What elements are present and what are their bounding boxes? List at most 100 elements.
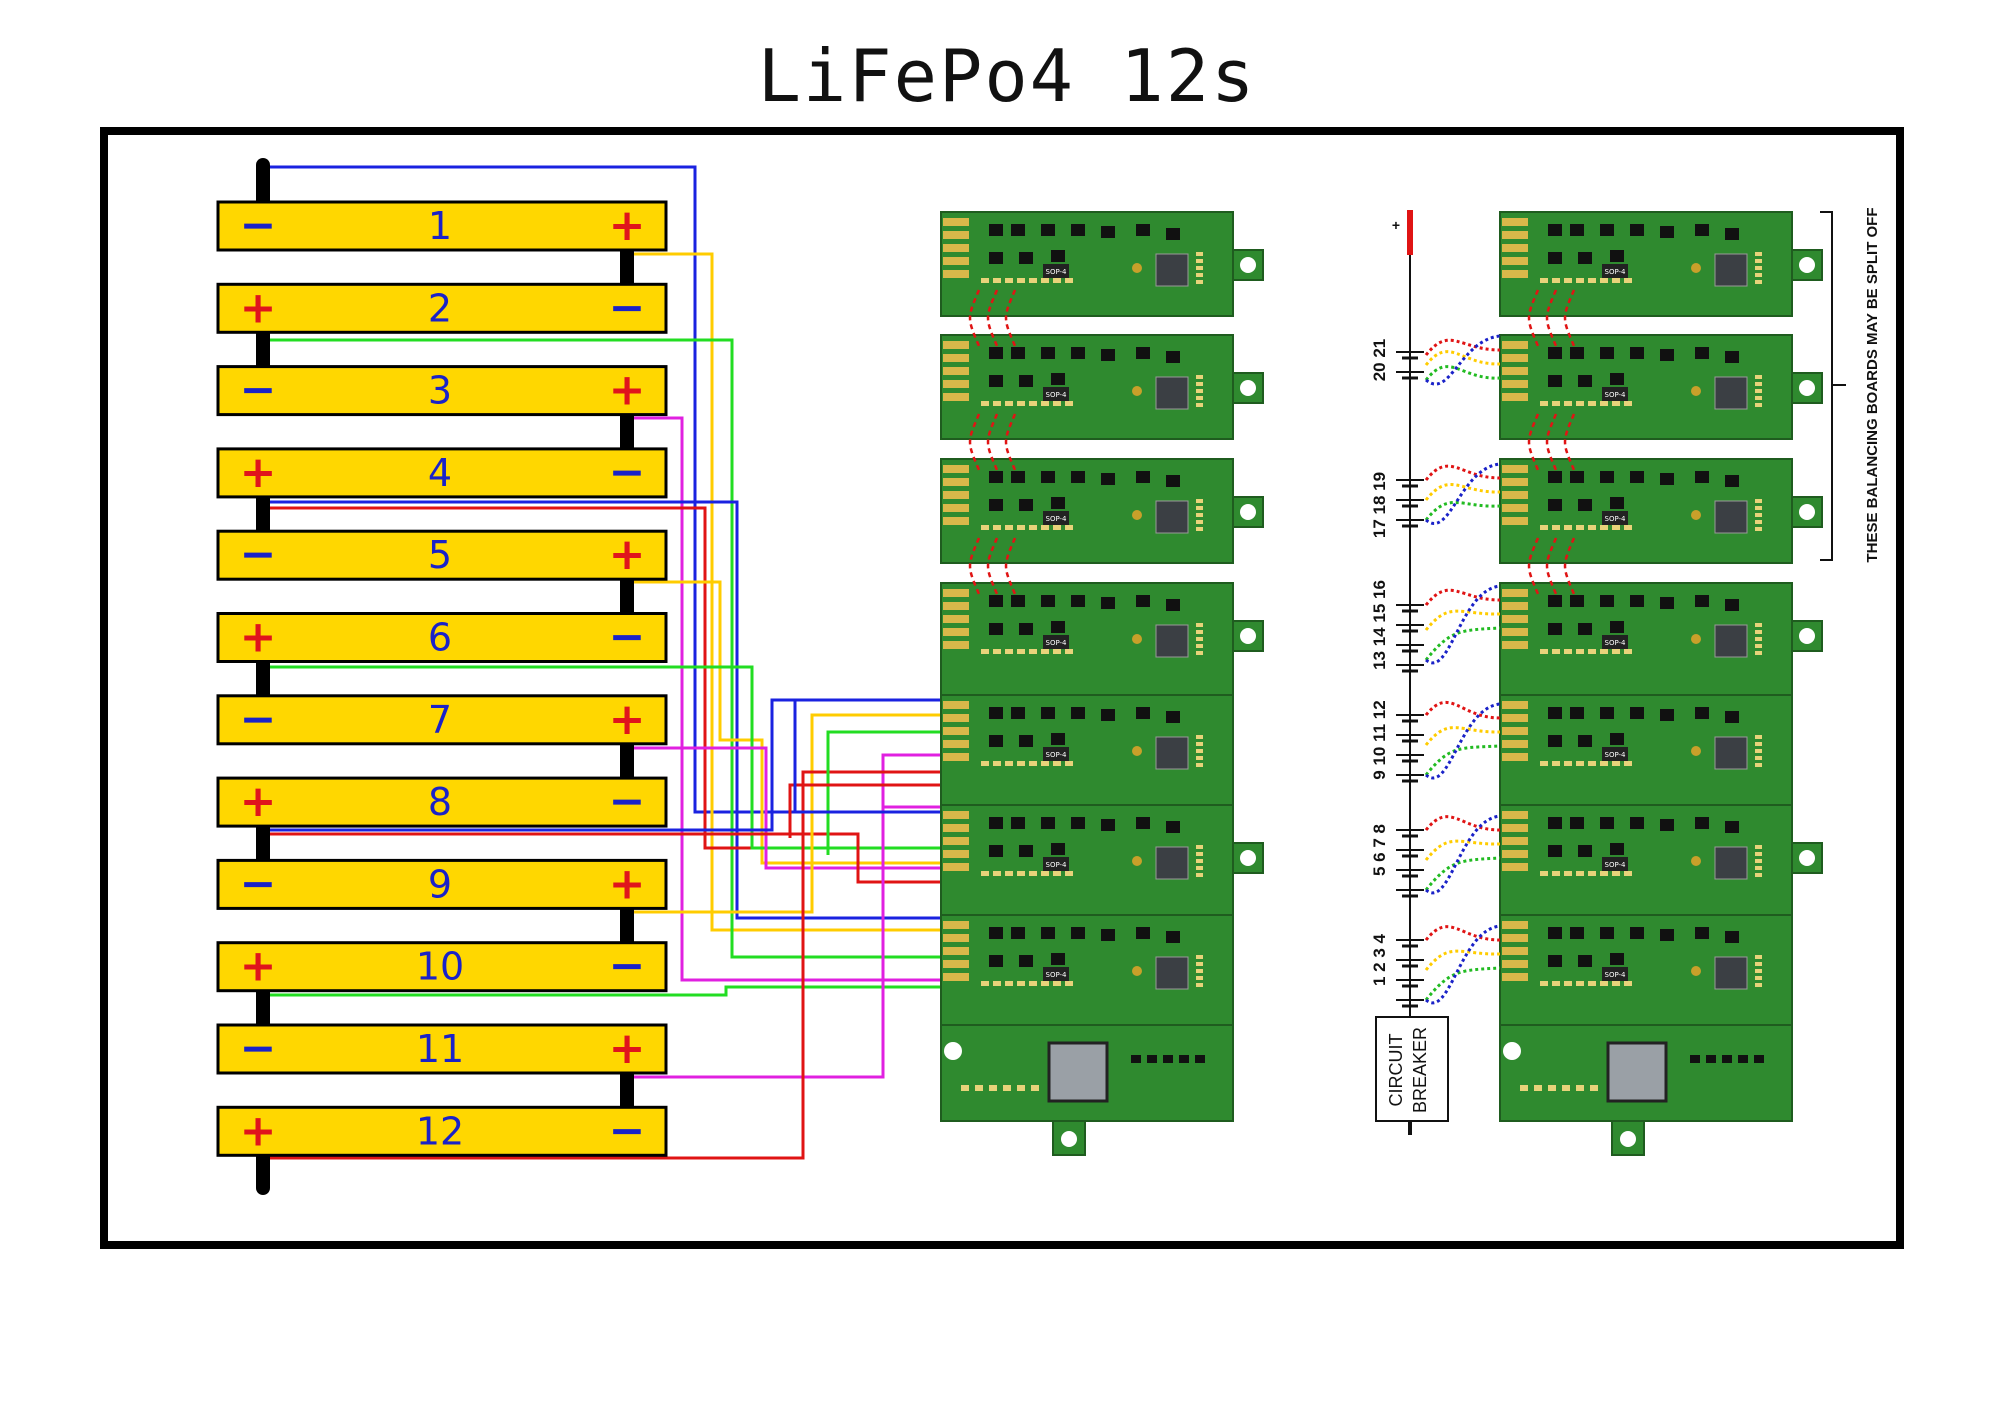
resistor [1755, 389, 1762, 393]
resistor [993, 981, 1001, 986]
board-jumper [1563, 537, 1576, 595]
resistor [1624, 761, 1632, 766]
tap-group-label: 9 10 11 12 [1370, 700, 1389, 779]
positive-label: + [1392, 217, 1400, 233]
split-note: THESE BALANCING BOARDS MAY BE SPLIT OFF [1864, 207, 1881, 562]
resistor [1029, 525, 1037, 530]
smd-component [1578, 955, 1592, 967]
resistor [1755, 252, 1762, 256]
cell-number: 11 [416, 1027, 464, 1071]
balancing-board: SOP-4 [940, 211, 1264, 317]
chip-label: SOP-4 [1046, 639, 1068, 647]
resistor [981, 649, 989, 654]
resistor [1017, 649, 1025, 654]
edge-pad [943, 218, 969, 226]
resistor [1065, 649, 1073, 654]
smd-component [1578, 845, 1592, 857]
sop4-chip [1043, 511, 1069, 525]
resistor [1540, 649, 1548, 654]
edge-pad [1502, 393, 1528, 401]
smd-component [1725, 711, 1739, 723]
resistor [1755, 273, 1762, 277]
mosfet-chip [1714, 500, 1748, 534]
smd-component [1610, 733, 1624, 745]
balance-lead [1424, 815, 1501, 832]
resistor [1053, 871, 1061, 876]
resistor [1755, 623, 1762, 627]
smd-component [1570, 347, 1584, 359]
chip-label: SOP-4 [1046, 515, 1068, 523]
board-jumper [1563, 413, 1576, 471]
smd-component [989, 471, 1003, 483]
smd-component [1600, 471, 1614, 483]
cell-terminal-left: − [240, 1023, 277, 1074]
cell-terminal-right: − [609, 282, 646, 333]
resistor [1590, 1085, 1598, 1091]
resistor [981, 981, 989, 986]
resistor [1196, 375, 1203, 379]
circuit-breaker-label: CIRCUIT [1386, 1034, 1406, 1107]
board-jumper [1527, 537, 1540, 595]
board-pcb [940, 694, 1234, 806]
resistor [1029, 401, 1037, 406]
smd-component [1725, 821, 1739, 833]
smd-component [1041, 347, 1055, 359]
smd-component [1071, 817, 1085, 829]
resistor [1755, 513, 1762, 517]
smd-component [989, 499, 1003, 511]
smd-component [1548, 224, 1562, 236]
board-jumper [1545, 413, 1558, 471]
balance-lead [1424, 966, 1501, 1001]
resistor [1552, 649, 1560, 654]
resistor [1196, 651, 1203, 655]
chip-label: SOP-4 [1605, 751, 1627, 759]
test-pad [1132, 966, 1142, 976]
smd-component [1019, 955, 1033, 967]
cell-terminal-left: + [240, 282, 277, 333]
smd-component [1578, 499, 1592, 511]
test-pad [1132, 856, 1142, 866]
resistor [1588, 278, 1596, 283]
resistor [1612, 981, 1620, 986]
chip-label: SOP-4 [1605, 391, 1627, 399]
board-jumper [1545, 537, 1558, 595]
smd-component [1630, 224, 1644, 236]
mosfet-chip [1155, 736, 1189, 770]
sop4-chip [1043, 857, 1069, 871]
edge-pad [943, 270, 969, 278]
resistor [1612, 525, 1620, 530]
smd-component [1136, 347, 1150, 359]
resistor [1053, 401, 1061, 406]
edge-pad [1502, 714, 1528, 722]
battery-cell: +4− [216, 447, 668, 499]
cell-number: 1 [428, 204, 452, 248]
edge-pad [943, 257, 969, 265]
battery-cell: +10− [216, 941, 668, 993]
board-pcb [1499, 334, 1793, 440]
resistor [1196, 955, 1203, 959]
mount-tab [1232, 496, 1264, 528]
mosfet-chip [1714, 736, 1748, 770]
smd-component [1695, 224, 1709, 236]
resistor [1017, 981, 1025, 986]
smd-component [1136, 595, 1150, 607]
resistor [1065, 761, 1073, 766]
mount-hole [1799, 257, 1815, 273]
smd-component [1754, 1055, 1764, 1063]
resistor [1053, 981, 1061, 986]
balance-lead [1424, 350, 1501, 366]
edge-pad [1502, 628, 1528, 636]
cell-terminal-left: − [240, 529, 277, 580]
sop4-chip [1602, 511, 1628, 525]
chip-label: SOP-4 [1605, 515, 1627, 523]
smd-component [1725, 228, 1739, 240]
mount-hole [944, 1042, 962, 1060]
resistor [1562, 1085, 1570, 1091]
mount-hole [1240, 380, 1256, 396]
resistor [1005, 649, 1013, 654]
resistor [1017, 761, 1025, 766]
balancing-board: SOP-4 [1499, 334, 1823, 440]
smd-component [1695, 595, 1709, 607]
edge-pad [943, 465, 969, 473]
resistor [1755, 756, 1762, 760]
